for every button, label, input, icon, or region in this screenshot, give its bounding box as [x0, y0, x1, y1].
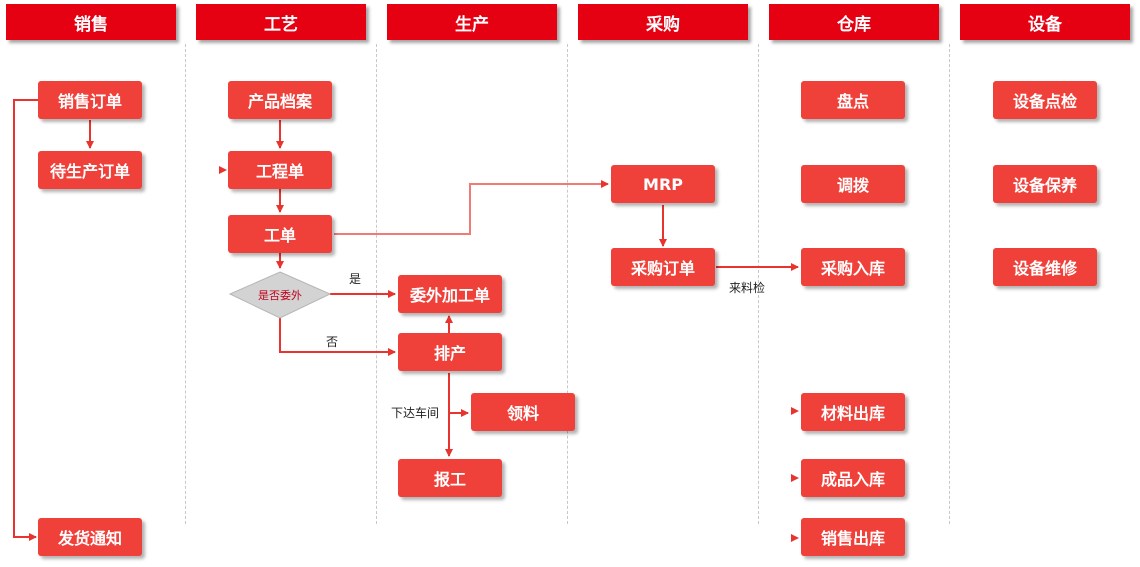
edge-label-incoming-inspection: 来料检 — [729, 281, 766, 295]
lane-header-purchase: 采购 — [578, 4, 748, 40]
decision-label: 是否委外 — [258, 289, 302, 302]
node-mrp[interactable]: MRP — [611, 165, 715, 203]
lane-divider — [567, 44, 568, 524]
node-outsource-order[interactable]: 委外加工单 — [398, 275, 502, 313]
node-ship-notice[interactable]: 发货通知 — [38, 518, 142, 556]
lane-divider — [758, 44, 759, 524]
lane-header-process: 工艺 — [196, 4, 366, 40]
edge-no-to-scheduling — [279, 318, 396, 356]
node-material-outbound[interactable]: 材料出库 — [801, 393, 905, 431]
edge-label-yes: 是 — [349, 272, 362, 286]
node-product-inbound[interactable]: 成品入库 — [801, 459, 905, 497]
node-work-order[interactable]: 工单 — [228, 215, 332, 253]
node-report-work[interactable]: 报工 — [398, 459, 502, 497]
edge-label-no: 否 — [326, 335, 339, 349]
decision-diamond — [228, 271, 332, 319]
node-sales-outbound[interactable]: 销售出库 — [801, 518, 905, 556]
node-equip-inspect[interactable]: 设备点检 — [993, 81, 1097, 119]
node-equip-maintain[interactable]: 设备保养 — [993, 165, 1097, 203]
node-pending-order[interactable]: 待生产订单 — [38, 151, 142, 189]
node-product-file[interactable]: 产品档案 — [228, 81, 332, 119]
node-equip-repair[interactable]: 设备维修 — [993, 248, 1097, 286]
edge-sales-to-ship — [13, 99, 38, 541]
node-stocktake[interactable]: 盘点 — [801, 81, 905, 119]
edge-work-to-mrp — [334, 180, 609, 235]
node-transfer[interactable]: 调拨 — [801, 165, 905, 203]
lane-header-equipment: 设备 — [960, 4, 1130, 40]
node-engineering-order[interactable]: 工程单 — [228, 151, 332, 189]
lane-divider — [949, 44, 950, 524]
lane-header-production: 生产 — [387, 4, 557, 40]
lane-header-sales: 销售 — [6, 4, 176, 40]
lane-divider — [376, 44, 377, 524]
node-sales-order[interactable]: 销售订单 — [38, 81, 142, 119]
lane-divider — [185, 44, 186, 524]
node-material-pick[interactable]: 领料 — [471, 393, 575, 431]
node-purchase-inbound[interactable]: 采购入库 — [801, 248, 905, 286]
lane-header-warehouse: 仓库 — [769, 4, 939, 40]
node-purchase-order[interactable]: 采购订单 — [611, 248, 715, 286]
edge-label-dispatch: 下达车间 — [391, 406, 440, 420]
node-scheduling[interactable]: 排产 — [398, 333, 502, 371]
